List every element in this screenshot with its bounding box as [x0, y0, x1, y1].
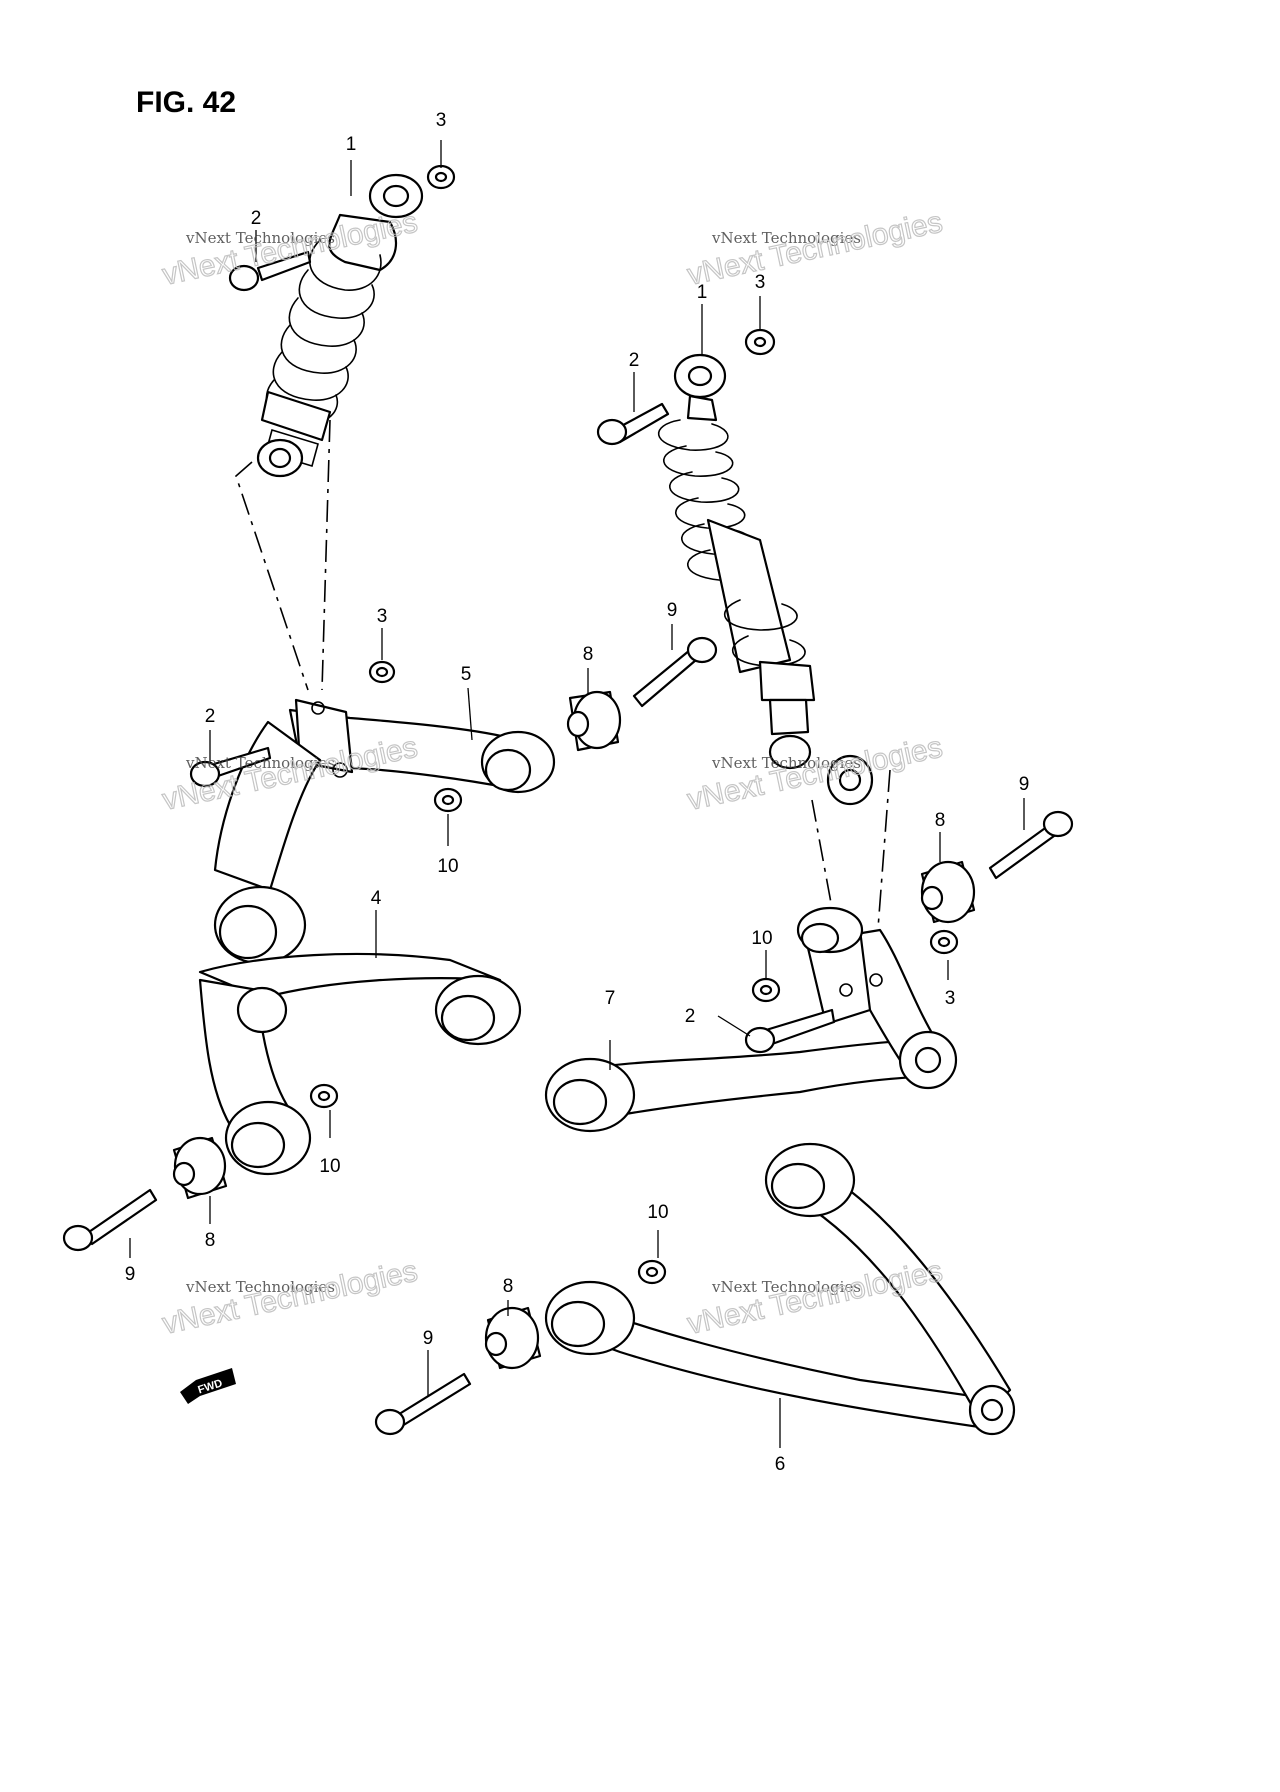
callout-1: 1: [346, 134, 357, 155]
svg-text:vNext Technologies: vNext Technologies: [160, 1255, 421, 1341]
figure-title: FIG. 42: [136, 86, 236, 119]
left-upper-bolt: [189, 746, 272, 788]
callout-7: 7: [605, 988, 616, 1009]
left-lower-nut-10: [309, 1083, 339, 1109]
svg-text:vNext Technologies: vNext Technologies: [711, 229, 861, 247]
svg-text:vNext Technologies: vNext Technologies: [685, 731, 946, 817]
watermark-bottom-left: vNext Technologies vNext Technologies: [159, 1254, 421, 1341]
right-upper-bolt-9: [988, 810, 1074, 880]
watermark-mid-right: vNext Technologies vNext Technologies: [684, 730, 946, 817]
left-shock-absorber: [256, 173, 424, 478]
callout-3: 3: [945, 988, 956, 1009]
callout-3: 3: [436, 110, 447, 131]
left-shock-nut-top: [426, 164, 456, 190]
svg-text:vNext Technologies: vNext Technologies: [711, 754, 861, 772]
callout-9: 9: [1019, 774, 1030, 795]
callout-5: 5: [461, 664, 472, 685]
right-lower-bolt-9: [374, 1372, 472, 1436]
svg-text:vNext Technologies: vNext Technologies: [185, 229, 335, 247]
callout-9: 9: [423, 1328, 434, 1349]
callout-8: 8: [583, 644, 594, 665]
left-lower-bushing-8: [172, 1136, 228, 1200]
svg-text:vNext Technologies: vNext Technologies: [685, 206, 946, 292]
callout-1: 1: [697, 282, 708, 303]
callout-2: 2: [629, 350, 640, 371]
left-upper-nut-3: [368, 660, 396, 684]
right-upper-bushing-8: [920, 860, 976, 924]
callout-8: 8: [205, 1230, 216, 1251]
right-shock-absorber: [657, 353, 874, 806]
callout-2: 2: [205, 706, 216, 727]
right-upper-bolt-2: [744, 1008, 836, 1054]
callout-2: 2: [251, 208, 262, 229]
callout-9: 9: [125, 1264, 136, 1285]
callout-8: 8: [503, 1276, 514, 1297]
callout-8: 8: [935, 810, 946, 831]
right-upper-arm: [544, 906, 958, 1133]
callout-3: 3: [377, 606, 388, 627]
leader-lines: [129, 140, 1025, 1448]
callout-10: 10: [437, 856, 458, 877]
callout-3: 3: [755, 272, 766, 293]
forward-direction-badge: FWD: [180, 1368, 236, 1404]
callout-10: 10: [647, 1202, 668, 1223]
right-shock-bolt: [596, 402, 670, 446]
right-lower-arm: [544, 1142, 1016, 1436]
right-lower-nut-10: [637, 1259, 667, 1285]
callout-4: 4: [371, 888, 382, 909]
left-lower-bolt-9: [62, 1188, 158, 1252]
left-lower-arm: [198, 952, 522, 1176]
callout-2: 2: [685, 1006, 696, 1027]
callout-6: 6: [775, 1454, 786, 1475]
svg-text:vNext Technologies: vNext Technologies: [185, 754, 335, 772]
callout-10: 10: [319, 1156, 340, 1177]
right-upper-nut-3: [929, 929, 959, 955]
callout-9: 9: [667, 600, 678, 621]
right-shock-nut-top: [744, 328, 776, 356]
left-upper-bushing-8: [566, 690, 622, 752]
svg-text:vNext Technologies: vNext Technologies: [185, 1278, 335, 1296]
left-upper-nut-10: [433, 787, 463, 813]
callout-10: 10: [751, 928, 772, 949]
left-upper-bolt-9: [632, 636, 718, 708]
svg-text:vNext Technologies: vNext Technologies: [711, 1278, 861, 1296]
right-upper-nut-10: [751, 977, 781, 1003]
watermark-top-right: vNext Technologies vNext Technologies: [684, 205, 946, 292]
left-shock-bolt: [228, 250, 312, 292]
callout-labels: 1 3 2 3 2 5 8 9 10 4 10 8 9 1 3 2 9 8 10…: [125, 110, 1030, 1475]
right-lower-bushing-8: [484, 1306, 542, 1370]
